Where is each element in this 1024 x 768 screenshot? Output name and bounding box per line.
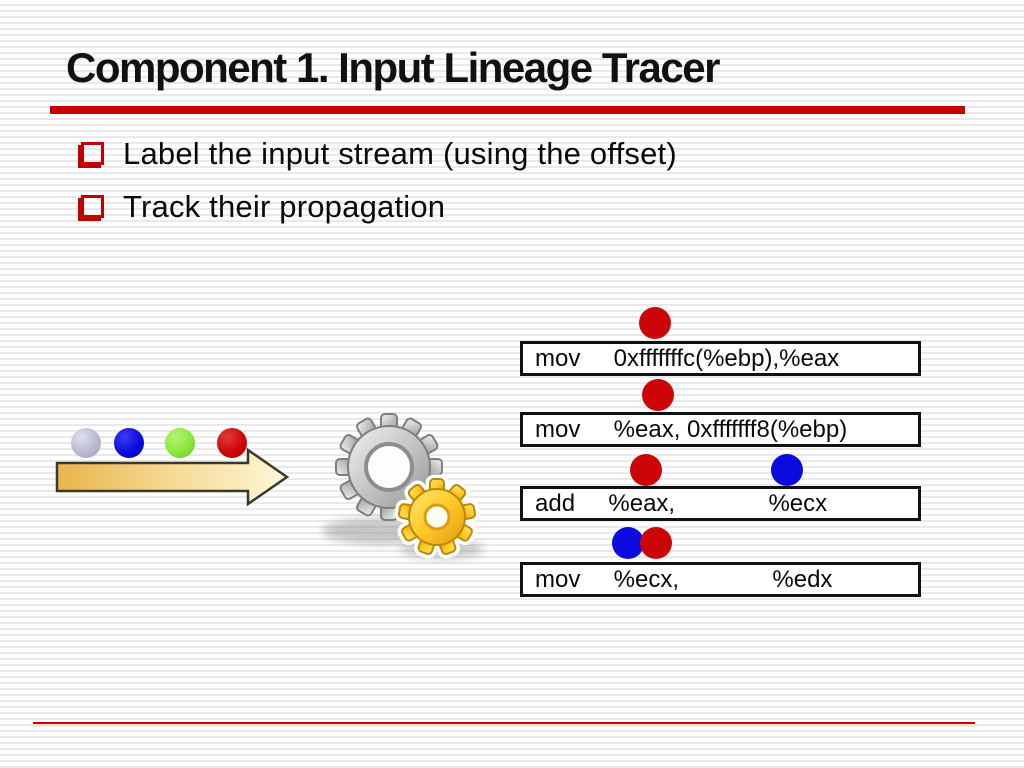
footer-rule-shadow [33, 724, 975, 727]
instruction-text: mov %eax, 0xfffffff8(%ebp) [535, 415, 848, 443]
taint-dot-red [640, 527, 672, 559]
bullet-item: Track their propagation [78, 187, 677, 227]
stream-dot-green [165, 428, 195, 458]
bullet-item: Label the input stream (using the offset… [78, 134, 677, 174]
instruction-box: mov %ecx, %edx [520, 562, 921, 597]
bullet-list: Label the input stream (using the offset… [78, 134, 677, 240]
title-underline [50, 106, 965, 114]
bullet-square-icon [81, 194, 104, 218]
taint-dot-red [642, 379, 674, 411]
taint-dot-red [630, 454, 662, 486]
footer-rule [33, 722, 975, 724]
instruction-text: add %eax, %ecx [535, 489, 828, 517]
instruction-box: add %eax, %ecx [520, 486, 921, 521]
stream-dot-lavender [71, 428, 101, 458]
stream-dot-red [217, 428, 247, 458]
instruction-text: mov 0xfffffffc(%ebp),%eax [535, 344, 840, 372]
input-stream-arrow-icon [55, 447, 290, 507]
bullet-square-icon [81, 141, 104, 165]
taint-dot-blue [771, 454, 803, 486]
bullet-text: Track their propagation [123, 189, 446, 224]
bullet-text: Label the input stream (using the offset… [123, 136, 677, 171]
taint-dot-blue [612, 527, 644, 559]
taint-dot-red [639, 307, 671, 339]
instruction-text: mov %ecx, %edx [535, 565, 833, 593]
gears-icon [322, 413, 484, 559]
instruction-box: mov %eax, 0xfffffff8(%ebp) [520, 412, 921, 447]
instruction-box: mov 0xfffffffc(%ebp),%eax [520, 341, 921, 376]
page-title: Component 1. Input Lineage Tracer [66, 44, 720, 91]
stream-dot-blue [114, 428, 144, 458]
